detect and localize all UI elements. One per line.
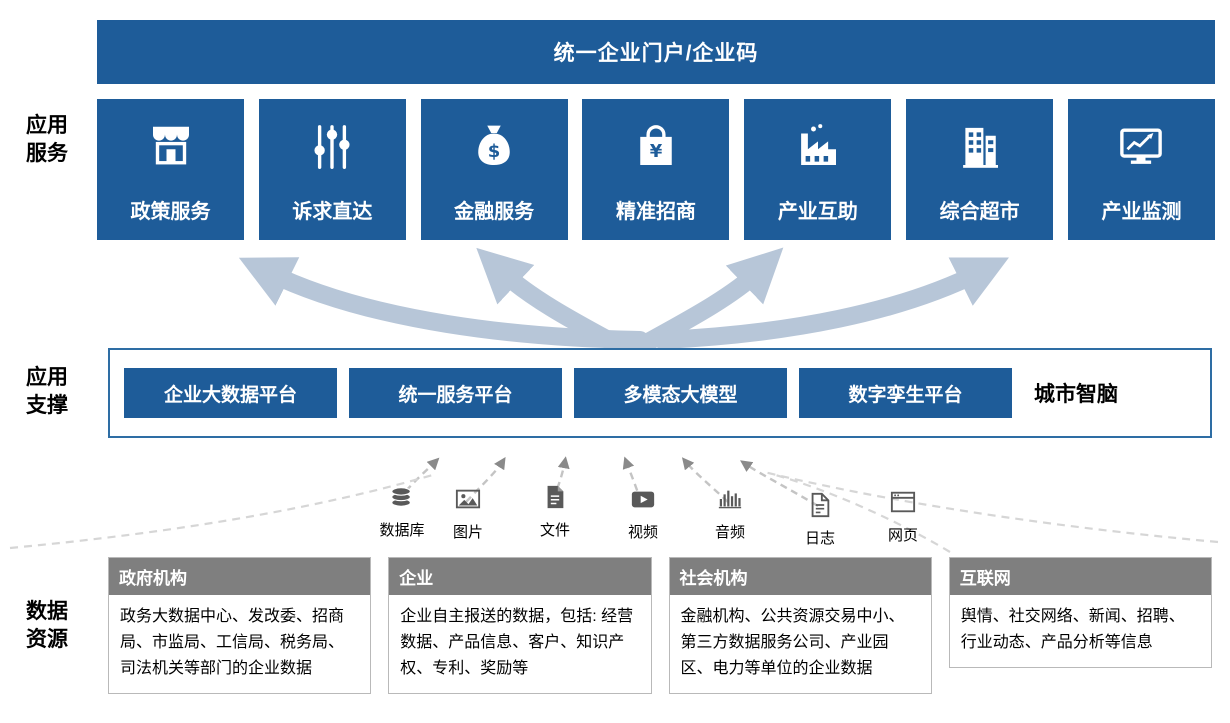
app-card-label: 产业监测 bbox=[1101, 201, 1182, 223]
data-source-body: 企业自主报送的数据，包括: 经营数据、产品信息、客户、知识产权、专利、奖励等 bbox=[400, 608, 634, 677]
data-source-body: 金融机构、公共资源交易中小、第三方数据服务公司、产业园区、电力等单位的企业数据 bbox=[680, 608, 905, 677]
platform-unified-service: 统一服务平台 bbox=[349, 368, 562, 418]
platform-digital-twin: 数字孪生平台 bbox=[799, 368, 1012, 418]
data-source-government: 政府机构 政务大数据中心、发改委、招商局、市监局、工信局、税务局、司法机关等部门… bbox=[108, 557, 372, 694]
app-card-policy-service: 政策服务 bbox=[97, 99, 244, 240]
data-source-body: 舆情、社交网络、新闻、招聘、行业动态、产品分析等信息 bbox=[960, 608, 1185, 651]
money-bag-icon: $ bbox=[467, 111, 521, 183]
data-type-image: 图片 bbox=[436, 486, 500, 542]
data-type-label: 网页 bbox=[887, 527, 918, 544]
shopping-bag-yuan-icon: ¥ bbox=[629, 111, 683, 183]
file-icon bbox=[542, 484, 568, 515]
app-card-label: 产业互助 bbox=[777, 201, 858, 223]
data-sources-row: 政府机构 政务大数据中心、发改委、招商局、市监局、工信局、税务局、司法机关等部门… bbox=[108, 557, 1212, 694]
app-card-label: 精准招商 bbox=[615, 201, 696, 223]
upward-flow-arrows bbox=[238, 247, 1009, 351]
section-label-data-resources: 数据 资源 bbox=[26, 600, 68, 652]
app-card-appeal-direct: 诉求直达 bbox=[258, 99, 406, 240]
app-card-precise-investment: ¥ 精准招商 bbox=[582, 99, 730, 240]
webpage-icon bbox=[890, 489, 916, 520]
data-source-title: 互联网 bbox=[949, 558, 1211, 595]
log-icon bbox=[807, 492, 833, 523]
platform-enterprise-bigdata: 企业大数据平台 bbox=[124, 368, 337, 418]
app-support-band: 企业大数据平台 统一服务平台 多模态大模型 数字孪生平台 城市智脑 bbox=[108, 348, 1212, 438]
building-icon bbox=[953, 111, 1007, 183]
data-type-log: 日志 bbox=[788, 492, 852, 548]
audio-icon bbox=[717, 486, 743, 517]
data-source-internet: 互联网 舆情、社交网络、新闻、招聘、行业动态、产品分析等信息 bbox=[948, 557, 1212, 668]
app-card-label: 金融服务 bbox=[454, 201, 535, 223]
data-type-label: 视频 bbox=[627, 524, 658, 541]
sliders-icon bbox=[305, 111, 359, 183]
app-card-label: 政策服务 bbox=[130, 201, 211, 223]
data-type-video: 视频 bbox=[611, 486, 675, 542]
factory-icon bbox=[791, 111, 845, 183]
data-type-label: 文件 bbox=[539, 522, 570, 539]
data-type-webpage: 网页 bbox=[871, 489, 935, 545]
data-type-database: 数据库 bbox=[370, 484, 434, 540]
data-type-label: 日志 bbox=[804, 530, 835, 547]
storefront-icon bbox=[144, 111, 198, 183]
svg-text:¥: ¥ bbox=[650, 141, 663, 162]
app-card-label: 诉求直达 bbox=[292, 201, 373, 223]
svg-text:$: $ bbox=[488, 141, 501, 162]
app-card-industry-mutual-aid: 产业互助 bbox=[744, 99, 892, 240]
app-card-comprehensive-market: 综合超市 bbox=[906, 99, 1054, 240]
data-source-title: 社会机构 bbox=[669, 558, 931, 595]
data-source-enterprise: 企业 企业自主报送的数据，包括: 经营数据、产品信息、客户、知识产权、专利、奖励… bbox=[388, 557, 652, 694]
data-type-file: 文件 bbox=[523, 484, 587, 540]
data-type-audio: 音频 bbox=[698, 486, 762, 542]
app-card-label: 综合超市 bbox=[939, 201, 1020, 223]
data-type-label: 数据库 bbox=[379, 522, 425, 539]
data-source-body: 政务大数据中心、发改委、招商局、市监局、工信局、税务局、司法机关等部门的企业数据 bbox=[120, 608, 345, 677]
city-brain-label: 城市智脑 bbox=[1034, 383, 1118, 406]
app-services-row: 政策服务 诉求直达 $ 金融服务 bbox=[97, 99, 1215, 240]
data-type-label: 音频 bbox=[714, 524, 745, 541]
image-icon bbox=[455, 486, 481, 517]
data-source-title: 企业 bbox=[389, 558, 651, 595]
app-card-industry-monitoring: 产业监测 bbox=[1067, 99, 1215, 240]
video-icon bbox=[630, 486, 656, 517]
database-icon bbox=[389, 484, 415, 515]
data-source-title: 政府机构 bbox=[109, 558, 371, 595]
data-source-social-institutions: 社会机构 金融机构、公共资源交易中小、第三方数据服务公司、产业园区、电力等单位的… bbox=[668, 557, 932, 694]
section-label-app-support: 应用 支撑 bbox=[26, 366, 68, 418]
monitor-chart-icon bbox=[1114, 111, 1168, 183]
portal-banner: 统一企业门户/企业码 bbox=[97, 20, 1215, 84]
app-card-financial-service: $ 金融服务 bbox=[420, 99, 568, 240]
data-type-label: 图片 bbox=[452, 524, 483, 541]
platform-multimodal-model: 多模态大模型 bbox=[574, 368, 787, 418]
section-label-app-services: 应用 服务 bbox=[26, 114, 68, 166]
